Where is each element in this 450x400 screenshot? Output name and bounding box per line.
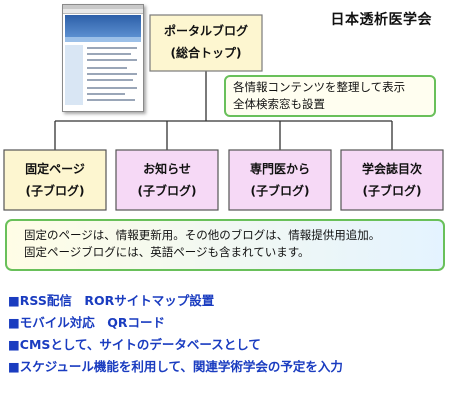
blog-usage-note-line: 固定のページは、情報更新用。その他のブログは、情報提供用追加。 xyxy=(24,228,381,242)
feature-item: ■RSS配信 RORサイトマップ設置 xyxy=(8,293,215,308)
feature-item: ■CMSとして、サイトのデータベースとして xyxy=(8,337,261,352)
child-blog-title: 固定ページ xyxy=(25,162,85,176)
thumbnail-menu-bar xyxy=(65,37,141,42)
child-blog-box xyxy=(340,149,444,211)
child-blog-node: お知らせ (子ブログ) xyxy=(116,158,218,218)
thumbnail-text-line xyxy=(87,99,135,101)
organization-name: 日本透析医学会 xyxy=(330,12,432,28)
portal-blog-box xyxy=(149,14,263,72)
portal-note: 各情報コンテンツを整理して表示 全体検索窓も設置 xyxy=(233,79,431,119)
child-blog-node: 学会誌目次 (子ブログ) xyxy=(341,158,443,218)
feature-list: ■RSS配信 RORサイトマップ設置 ■モバイル対応 QRコード ■CMSとして… xyxy=(8,290,448,378)
child-blog-node: 固定ページ (子ブログ) xyxy=(4,158,106,218)
child-blog-subtitle: (子ブログ) xyxy=(137,184,197,198)
portal-blog-title: ポータルブログ xyxy=(163,24,248,38)
thumbnail-text-line xyxy=(87,53,131,55)
blog-usage-note-line: 固定ページブログには、英語ページも含まれています。 xyxy=(24,245,310,259)
child-blog-box xyxy=(115,149,219,211)
thumbnail-text-line xyxy=(87,93,125,95)
child-blog-box xyxy=(228,149,332,211)
portal-blog-node: ポータルブログ (総合トップ) xyxy=(150,20,262,76)
thumbnail-text-line xyxy=(87,47,137,49)
thumbnail-text-line xyxy=(87,73,137,75)
thumbnail-titlebar xyxy=(63,5,143,9)
child-blog-box xyxy=(3,149,107,211)
feature-item: ■モバイル対応 QRコード xyxy=(8,315,166,330)
thumbnail-text-line xyxy=(87,87,137,89)
blog-usage-note-box xyxy=(5,219,445,271)
child-blog-subtitle: (子ブログ) xyxy=(250,184,310,198)
thumbnail-sidebar xyxy=(65,45,83,105)
thumbnail-banner xyxy=(65,15,141,37)
thumbnail-toolbar xyxy=(63,9,143,14)
thumbnail-text-line xyxy=(87,59,137,61)
thumbnail-text-line xyxy=(87,67,127,69)
blog-usage-note: 固定のページは、情報更新用。その他のブログは、情報提供用追加。 固定ページブログ… xyxy=(24,227,438,277)
thumbnail-text-line xyxy=(87,79,133,81)
portal-note-box xyxy=(224,75,436,117)
child-blog-title: 専門医から xyxy=(249,162,310,176)
child-blog-title: 学会誌目次 xyxy=(361,162,422,176)
child-blog-title: お知らせ xyxy=(143,162,191,176)
child-blog-subtitle: (子ブログ) xyxy=(25,184,85,198)
website-screenshot-thumbnail xyxy=(62,4,144,112)
portal-blog-subtitle: (総合トップ) xyxy=(170,46,242,60)
child-blog-subtitle: (子ブログ) xyxy=(362,184,422,198)
portal-note-line: 全体検索窓も設置 xyxy=(233,97,325,111)
feature-item: ■スケジュール機能を利用して、関連学術学会の予定を入力 xyxy=(8,359,343,374)
portal-note-line: 各情報コンテンツを整理して表示 xyxy=(233,80,406,94)
child-blog-node: 専門医から (子ブログ) xyxy=(229,158,331,218)
